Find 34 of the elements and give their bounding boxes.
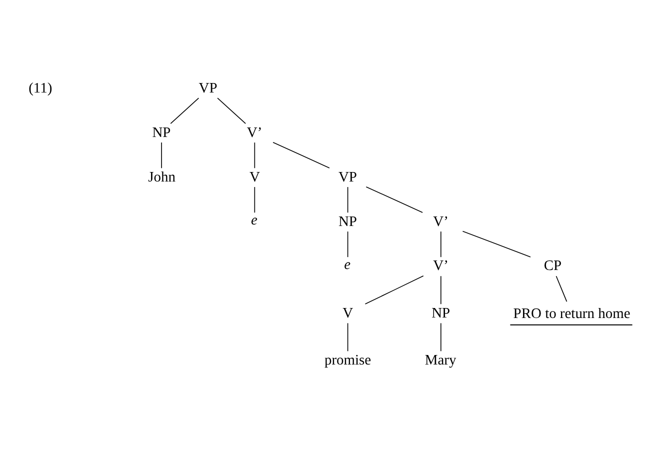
node-text: NP — [152, 124, 171, 141]
node-text: John — [148, 169, 176, 186]
connector — [462, 230, 531, 258]
node-text: VP — [198, 80, 218, 96]
connector — [347, 231, 348, 258]
node-text: e — [344, 257, 351, 274]
connector — [170, 98, 200, 124]
node-text: promise — [324, 352, 372, 368]
node-text: Mary — [424, 352, 456, 368]
node-text: NP — [338, 214, 357, 230]
node-text: V’ — [433, 214, 448, 230]
connector — [272, 142, 330, 168]
connector — [254, 142, 256, 169]
connector — [556, 276, 568, 302]
node-text: CP — [544, 258, 562, 274]
connector — [161, 142, 162, 169]
connector — [366, 186, 423, 213]
node-text: V’ — [433, 258, 448, 274]
node-text: V — [249, 169, 260, 186]
connector — [347, 186, 348, 213]
connector — [440, 276, 442, 304]
connector — [347, 322, 348, 352]
node-text: PRO to return home — [513, 306, 630, 322]
label: (11) — [28, 80, 52, 96]
connector — [440, 231, 442, 258]
node-text: V — [342, 305, 354, 322]
connector — [364, 275, 424, 304]
node-text: e — [251, 212, 258, 229]
connector — [440, 322, 442, 352]
node-text: VP — [338, 169, 357, 186]
node-text: V’ — [246, 124, 262, 141]
node-text: NP — [432, 305, 450, 322]
connector — [217, 98, 246, 124]
connector — [254, 186, 256, 213]
